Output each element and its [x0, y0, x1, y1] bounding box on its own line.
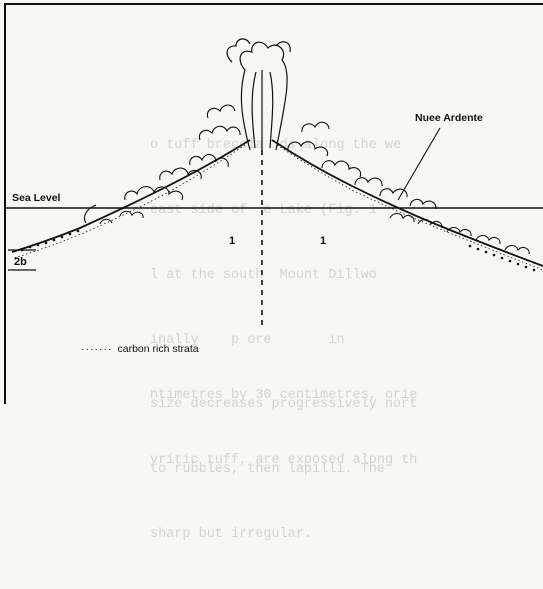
unit-1-left-label: 1 — [229, 235, 235, 247]
legend: ······· carbon rich strata — [81, 343, 199, 355]
nuee-ardente-clouds — [84, 105, 529, 254]
legend-symbol: ······· — [81, 343, 112, 355]
nuee-ardente-leader — [398, 128, 440, 200]
unit-2b-label: 2b — [14, 256, 27, 268]
nuee-ardente-label: Nuee Ardente — [415, 112, 483, 124]
legend-text: carbon rich strata — [117, 343, 198, 355]
carbon-rich-strata — [21, 230, 536, 272]
eruption-column — [227, 39, 290, 150]
unit-1-right-label: 1 — [320, 235, 326, 247]
sea-level-label: Sea Level — [12, 192, 60, 204]
bleed-line: sharp but irregular. — [150, 524, 540, 546]
bleed-line: yritic tuff, are exposed along th — [150, 450, 540, 472]
volcano-flanks — [12, 140, 543, 270]
bleed-line: to rubbles, then lapilli. The — [150, 459, 540, 481]
document-page: o tuff breccia ds along the we east side… — [0, 0, 543, 404]
